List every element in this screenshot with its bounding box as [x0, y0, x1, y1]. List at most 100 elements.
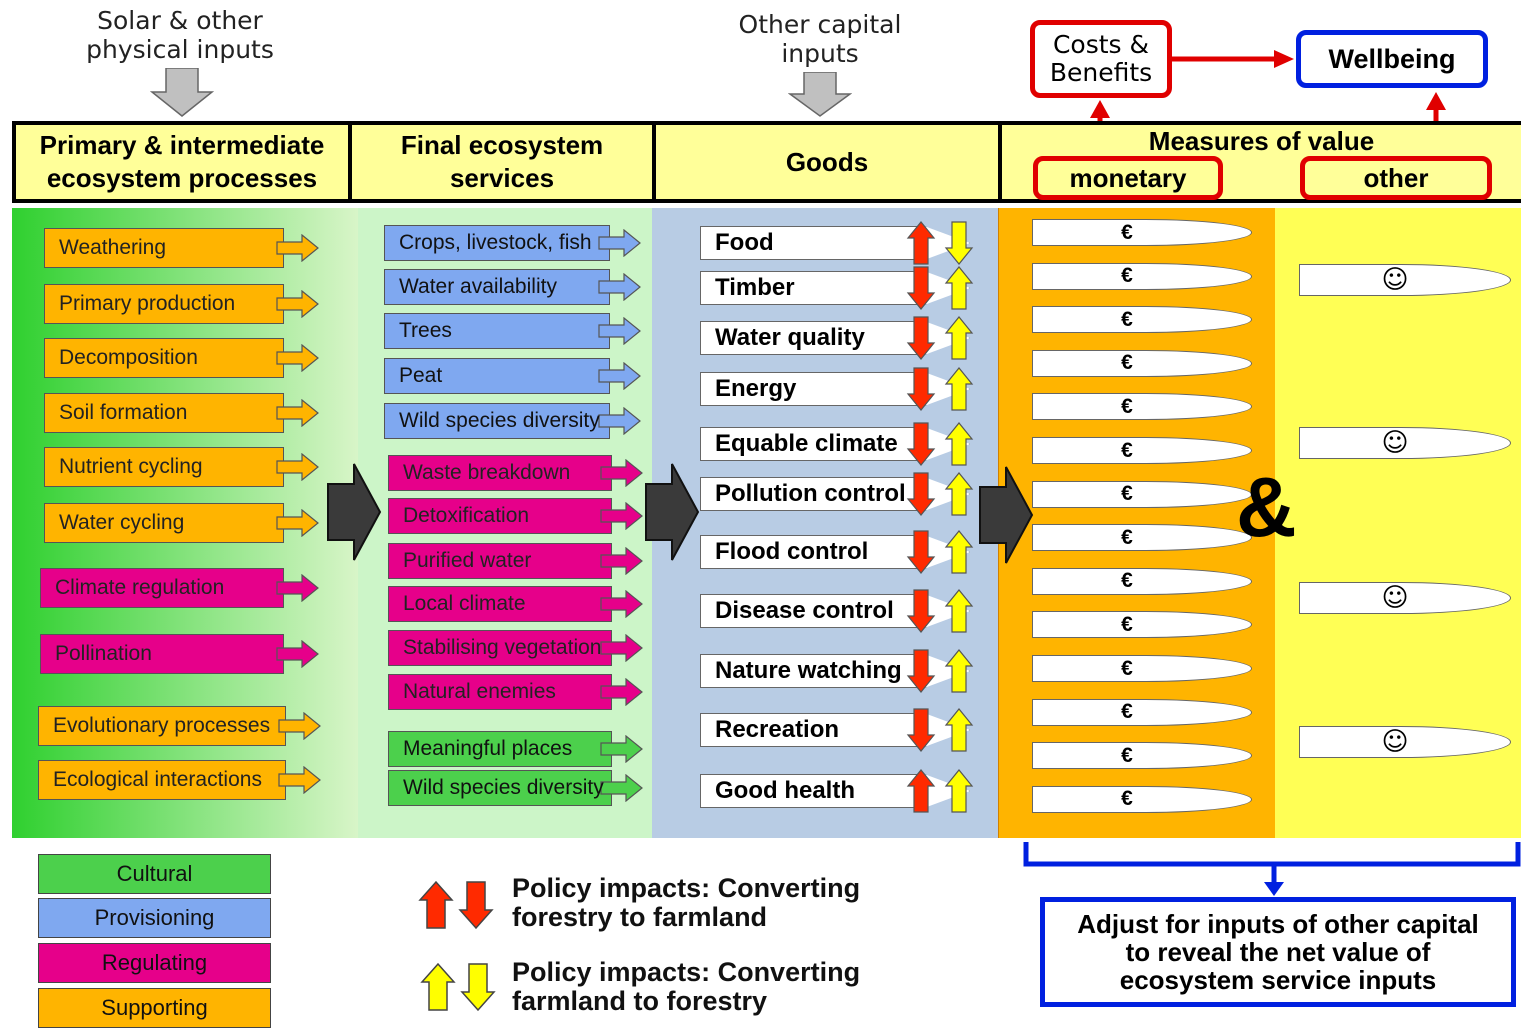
process-item: Water cycling [44, 503, 284, 543]
red-arrow-down-icon [906, 649, 936, 693]
service-item: Natural enemies [388, 674, 612, 710]
process-item: Ecological interactions [38, 760, 286, 800]
process-item: Soil formation [44, 393, 284, 433]
service-item: Trees [384, 313, 610, 349]
service-item: Meaningful places [388, 731, 612, 767]
legend-regulating: Regulating [38, 943, 271, 983]
euro-value-bullet: € [1032, 567, 1252, 595]
arrow-right-icon [598, 362, 641, 390]
service-label: Natural enemies [403, 680, 556, 703]
good-label: Food [715, 229, 774, 256]
arrow-right-icon [600, 502, 643, 530]
good-label: Nature watching [715, 657, 902, 684]
solar-inputs-label: Solar & other physical inputs [86, 6, 274, 64]
service-label: Meaningful places [403, 737, 573, 760]
yellow-policy-arrows-icon [420, 962, 496, 1012]
red-arrow-down-icon [906, 316, 936, 360]
arrow-right-icon [598, 229, 641, 257]
costs-benefits-label: Costs & Benefits [1049, 30, 1153, 87]
yellow-arrow-up-icon [944, 266, 974, 310]
good-label: Recreation [715, 716, 840, 743]
service-label: Crops, livestock, fish [399, 231, 592, 254]
yellow-arrow-up-icon [944, 316, 974, 360]
arrow-right-icon [276, 234, 319, 262]
arrow-right-icon [600, 547, 643, 575]
euro-value-bullet: € [1032, 262, 1252, 290]
process-label: Evolutionary processes [53, 714, 271, 737]
red-arrow-down-icon [906, 367, 936, 411]
process-item: Climate regulation [40, 568, 284, 608]
header-goods: Goods [652, 121, 1002, 203]
process-label: Weathering [59, 236, 167, 259]
solar-down-arrow-icon [150, 68, 214, 117]
wellbeing-value-bullet: ☺ [1299, 582, 1511, 614]
flow-arrow-icon [979, 466, 1034, 564]
policy-yellow-text: Policy impacts: Converting farmland to f… [512, 957, 861, 1016]
process-label: Climate regulation [55, 576, 225, 599]
adjust-text: Adjust for inputs of other capital to re… [1077, 909, 1479, 995]
service-item: Stabilising vegetation [388, 630, 612, 666]
arrow-right-icon [600, 774, 643, 802]
good-label: Equable climate [715, 430, 898, 457]
legend-provisioning: Provisioning [38, 898, 271, 938]
euro-value-bullet: € [1032, 349, 1252, 377]
service-label: Purified water [403, 549, 532, 572]
yellow-arrow-up-icon [944, 649, 974, 693]
arrow-right-icon [598, 407, 641, 435]
red-arrow-down-icon [906, 472, 936, 516]
policy-red-text: Policy impacts: Converting forestry to f… [512, 873, 861, 932]
red-arrow-down-icon [906, 708, 936, 752]
process-item: Evolutionary processes [38, 706, 286, 746]
header-primary-processes: Primary & intermediate ecosystem process… [12, 121, 352, 203]
euro-value-bullet: € [1032, 306, 1252, 334]
red-arrow-up-icon [906, 221, 936, 265]
yellow-arrow-up-icon [944, 530, 974, 574]
yellow-arrow-down-icon [944, 221, 974, 265]
process-item: Weathering [44, 228, 284, 268]
header-goods-label: Goods [785, 146, 869, 177]
yellow-arrow-up-icon [944, 422, 974, 466]
process-item: Decomposition [44, 338, 284, 378]
arrow-right-icon [600, 634, 643, 662]
wellbeing-value-bullet: ☺ [1299, 264, 1511, 296]
euro-value-bullet: € [1032, 219, 1252, 246]
header-final-label: Final ecosystem services [400, 130, 604, 193]
service-label: Trees [399, 319, 452, 342]
red-policy-arrows-icon [418, 880, 494, 930]
legend-cultural: Cultural [38, 854, 271, 894]
service-label: Stabilising vegetation [403, 636, 602, 659]
service-label: Local climate [403, 592, 526, 615]
arrow-right-icon [600, 735, 643, 763]
good-label: Pollution control [715, 480, 906, 507]
process-label: Primary production [59, 292, 236, 315]
capital-down-arrow-icon [788, 72, 852, 117]
service-label: Waste breakdown [403, 461, 571, 484]
process-label: Water cycling [59, 511, 185, 534]
service-label: Peat [399, 364, 443, 387]
flow-arrow-icon [645, 463, 700, 561]
capital-inputs-label: Other capital inputs [738, 10, 902, 68]
process-label: Nutrient cycling [59, 455, 203, 478]
process-label: Decomposition [59, 346, 198, 369]
service-item: Peat [384, 358, 610, 394]
arrow-right-icon [276, 640, 319, 668]
arrow-right-icon [276, 574, 319, 602]
service-item: Purified water [388, 543, 612, 579]
good-label: Flood control [715, 538, 869, 565]
arrow-right-icon [278, 766, 321, 794]
euro-value-bullet: € [1032, 655, 1252, 682]
costs-benefits-box: Costs & Benefits [1030, 20, 1172, 98]
arrow-right-icon [278, 712, 321, 740]
red-arrow-up-icon [906, 769, 936, 813]
legend-supporting: Supporting [38, 988, 271, 1028]
header-primary-label: Primary & intermediate ecosystem process… [39, 130, 325, 193]
other-label: other [1363, 162, 1429, 193]
good-label: Good health [715, 777, 855, 804]
process-item: Pollination [40, 634, 284, 674]
header-final-services: Final ecosystem services [348, 121, 656, 203]
wellbeing-value-bullet: ☺ [1299, 427, 1511, 459]
service-item: Crops, livestock, fish [384, 225, 610, 261]
euro-value-bullet: € [1032, 611, 1252, 639]
other-tag: other [1300, 156, 1492, 200]
header-measures-label: Measures of value [1148, 126, 1375, 156]
